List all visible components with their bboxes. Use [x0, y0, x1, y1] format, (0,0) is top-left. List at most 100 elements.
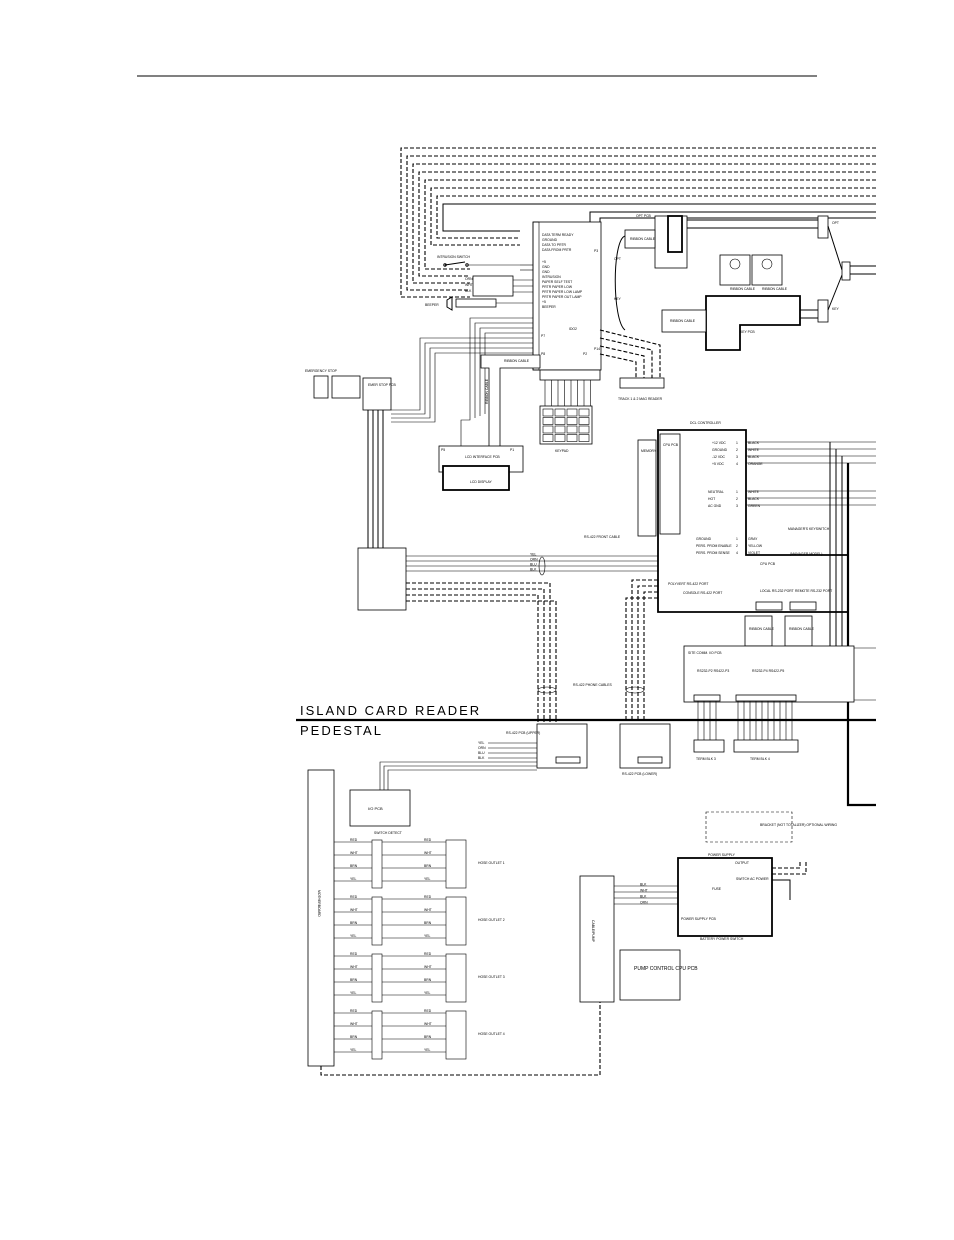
section-divider: ISLAND CARD READER PEDESTAL [296, 703, 876, 738]
hose-wire-color: YEL [424, 1048, 431, 1052]
site-comm-pcb [683, 645, 855, 703]
hose-terminal [445, 839, 467, 889]
fuse-label: FUSE [712, 887, 722, 891]
hose-wire-color: BRN [350, 1035, 358, 1039]
pin-signal: GND [542, 265, 550, 269]
hose-wire-color: YEL [350, 1048, 357, 1052]
motherboard [307, 769, 335, 1067]
emergency-stop-label: EMERGENCY STOP [305, 369, 338, 373]
svg-text:RIBBON CABLE: RIBBON CABLE [485, 378, 489, 404]
keypad-key [542, 434, 554, 442]
svg-text:CABLE/PUMP: CABLE/PUMP [591, 920, 595, 943]
power-row-pin: 2 [736, 448, 738, 452]
hose-wire-color: WHT [350, 851, 358, 855]
pin-signal: +5 [542, 260, 546, 264]
svg-text:RIBBON CABLE: RIBBON CABLE [762, 287, 788, 291]
managers-keyswitch-label: MANAGER'S KEYSWITCH [788, 527, 830, 531]
controller-label: DCL CONTROLLER [690, 421, 721, 425]
controller-group: DCL CONTROLLER MEMORY PCB CPU PCB CPU PC… [637, 421, 849, 647]
power-row-label: +12 VDC [712, 441, 726, 445]
cpu-mini-label: IDO2 [569, 327, 577, 331]
hose-wire-color: WHT [350, 908, 358, 912]
power-row-pin: 3 [736, 455, 738, 459]
power-row-pin: 4 [736, 551, 738, 555]
term-blocks: TERM BLK 3 TERM BLK 4 [693, 701, 799, 761]
keypad-key [566, 434, 578, 442]
hose-connector [371, 1010, 383, 1060]
svg-text:P1: P1 [510, 448, 514, 452]
keypad-key [542, 417, 554, 425]
keypad-key [578, 408, 590, 417]
emergency-stop: EMERGENCY STOP EMER STOP PCB [305, 369, 396, 548]
site-comm-group: SITE COMM. I/O PCB RS232-P2 RS422-P3 RS2… [683, 645, 876, 703]
hose-connector [371, 896, 383, 946]
hose-wire-color: WHT [350, 1022, 358, 1026]
power-row-pin: 4 [736, 462, 738, 466]
term-blk-3 [693, 739, 725, 753]
beeper-label: BEEPER [425, 303, 439, 307]
lcd-display [442, 465, 510, 491]
hose-outlet-label: HOSE OUTLET 3 [478, 975, 505, 979]
svg-text:RIBBON CABLE: RIBBON CABLE [749, 627, 775, 631]
power-row-label: HOT [708, 497, 715, 501]
bracket-group: BRACKET (NOT TOTALIZER) OPTIONAL WIRING [705, 811, 837, 843]
switch-ac-label: SWITCH AC POWER [736, 877, 769, 881]
power-supply-group: POWER SUPPLY OUTPUT SWITCH AC POWER FUSE… [614, 853, 807, 941]
opt-pcb-label: OPT PCB [636, 214, 652, 218]
hose-outlet-label: HOSE OUTLET 4 [478, 1032, 505, 1036]
mag-reader: TRACK 1 & 2 MAG READER [599, 329, 665, 401]
power-row-wire: GREEN [748, 504, 761, 508]
term-blk3-label: TERM BLK 3 [696, 757, 716, 761]
keypad-assembly: KEYPAD [539, 369, 601, 453]
hose-wire-color: BRN [350, 921, 358, 925]
signal-data-to-prtr: DATA TO PRTR [542, 243, 567, 247]
rs422-upper-color: YEL [478, 741, 485, 745]
signal-ground: GROUND [542, 238, 558, 242]
rs422-data-color: YEL [530, 553, 537, 557]
ribbon-cable-label: RIBBON CABLE [504, 359, 530, 363]
rs422-pcbs: RS-422 PCB (UPPER) RS-422 PCB (LOWER) YE… [478, 723, 671, 776]
hose-wire-color: RED [424, 895, 432, 899]
power-row-label: GROUND [696, 537, 712, 541]
p2-label: P2 [583, 352, 587, 356]
power-row-label: NEUTRAL [708, 490, 724, 494]
cpu-inner-label: CPU PCB [663, 443, 679, 447]
hose-terminal [445, 1010, 467, 1060]
keypad-key [554, 417, 566, 425]
section-pedestal-label: PEDESTAL [300, 723, 383, 738]
hose-wire-color: RED [424, 952, 432, 956]
intrusion-switch: INTRUSION SWITCH [437, 255, 520, 267]
mag-reader-label: TRACK 1 & 2 MAG READER [618, 397, 663, 401]
rs232-p2-label: RS232-P2 RS422-P3 [697, 669, 729, 673]
rs422-upper-color: BLU [478, 751, 485, 755]
keypad-key [542, 425, 554, 434]
lcd-display-label: LCD DISPLAY [470, 480, 493, 484]
cpu-pcb-label: CPU PCB [760, 562, 776, 566]
hose-wire-color: BRN [424, 978, 432, 982]
rs422-data-color: BLK [530, 568, 537, 572]
hose-terminal [445, 953, 467, 1003]
hose-terminal [445, 896, 467, 946]
svg-text:KEY: KEY [832, 307, 840, 311]
keypad-key [578, 417, 590, 425]
phone-cables: RS-422 PHONE CABLES [406, 579, 658, 722]
io-pcb [349, 789, 411, 827]
power-row-pin: 1 [736, 441, 738, 445]
power-supply [677, 857, 773, 937]
key-pcb-group: RIBBON CABLE RIBBON CABLE KEY PCB RIBBON… [614, 225, 876, 351]
signal-data-from-prtr: DATA FROM PRTR [542, 248, 572, 252]
svg-text:RIBBON CABLE: RIBBON CABLE [670, 319, 696, 323]
pump-control-group: CABLE/PUMP PUMP CONTROL CPU PCB [579, 875, 698, 1003]
hose-wire-color: RED [350, 895, 358, 899]
keypad-key [566, 425, 578, 434]
pump-control-cpu-pcb [619, 949, 681, 1001]
rs232-p4-label: RS232-P4 RS422-P5 [752, 669, 784, 673]
hose-connector [371, 839, 383, 889]
power-row-label: +5 VDC [712, 462, 725, 466]
section-island-label: ISLAND CARD READER [300, 703, 481, 718]
power-row-wire: WHITE [748, 448, 760, 452]
